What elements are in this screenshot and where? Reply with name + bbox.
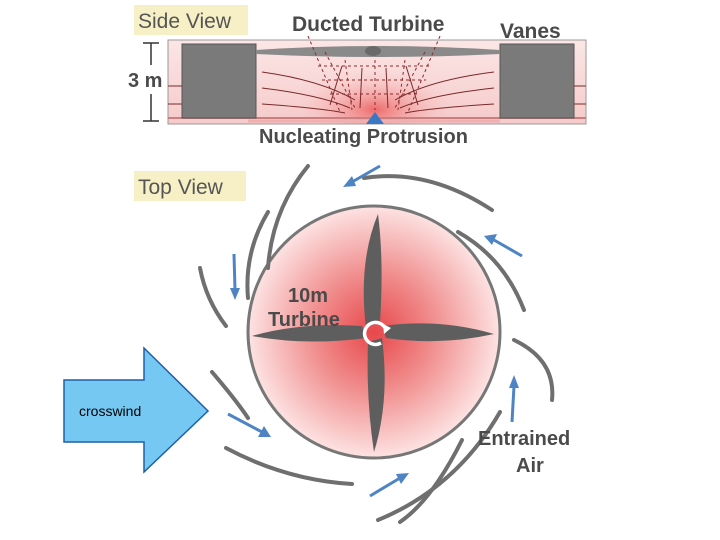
air-arrow-top	[343, 164, 381, 187]
rotor-blades	[252, 214, 494, 452]
side-view-tag: Side View	[138, 10, 232, 33]
top-view: Top View 10m Turbine	[63, 164, 570, 524]
rotor-blade-left	[252, 325, 366, 342]
vane-3	[456, 230, 526, 312]
height-dimension: 3 m	[128, 42, 162, 122]
air-arrow-lower-left	[227, 412, 271, 437]
vane-8	[198, 266, 228, 328]
crosswind-arrow: crosswind	[63, 346, 210, 474]
vanes	[198, 164, 555, 524]
rotor-blade-top	[363, 214, 382, 328]
entrained-air-label-line1: Entrained	[478, 428, 570, 450]
air-arrows	[227, 164, 523, 498]
height-label: 3 m	[128, 70, 162, 92]
air-arrow-upper-right	[484, 234, 523, 258]
turbine-label-line2: Turbine	[268, 309, 340, 331]
vanes-label: Vanes	[500, 20, 561, 43]
side-view-tag-bg	[134, 5, 248, 35]
nucleating-protrusion-shape	[366, 112, 384, 124]
top-view-tag-bg	[134, 171, 246, 201]
rotor-blade-right	[382, 323, 494, 342]
vane-10	[398, 438, 464, 524]
rotor-blade-bottom	[367, 338, 385, 452]
turbine-label-line1: 10m	[288, 285, 328, 307]
ducted-turbine-title: Ducted Turbine	[292, 13, 444, 36]
vane-9	[245, 210, 270, 300]
turbine-disk	[246, 204, 502, 460]
air-arrow-left	[230, 253, 240, 300]
vane-6	[224, 446, 354, 486]
air-arrow-bottom	[369, 473, 409, 498]
vane-5	[376, 410, 502, 522]
right-duct-wall	[499, 43, 575, 119]
left-duct-wall	[181, 43, 257, 119]
vane-7	[210, 370, 250, 420]
rotation-arrowhead-icon	[383, 324, 391, 334]
entrained-air-label-line2: Air	[516, 455, 544, 477]
side-flow-lines	[168, 65, 586, 114]
air-arrow-right	[509, 375, 519, 423]
side-rotor-hub	[365, 46, 381, 56]
crosswind-label: crosswind	[79, 403, 141, 419]
top-view-tag: Top View	[138, 176, 224, 199]
crosswind-arrow-shape	[63, 346, 210, 474]
side-view: Side View Ducted Turbine Vanes 3 m	[128, 5, 587, 148]
nucleating-protrusion-label: Nucleating Protrusion	[259, 126, 468, 148]
vane-4	[512, 338, 555, 402]
rotation-icon	[362, 320, 388, 347]
vane-2	[362, 174, 494, 212]
vane-1	[266, 164, 310, 270]
